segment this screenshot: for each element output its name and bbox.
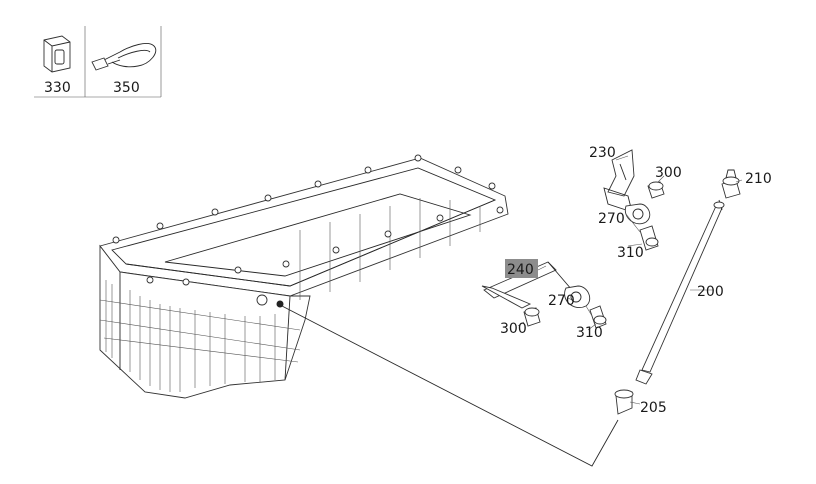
callout-200[interactable]: 200 (697, 284, 724, 300)
oil-pan-drawing (99, 154, 509, 399)
dipstick-tube-drawing (635, 199, 725, 385)
callout-label-205: 205 (640, 400, 667, 416)
callout-270-lower[interactable]: 270 (548, 293, 575, 309)
bracket-lower-drawing (481, 261, 607, 329)
legend-number-350: 350 (113, 80, 140, 96)
callout-label-300-upper: 300 (655, 165, 682, 181)
callout-240[interactable]: 240 (505, 259, 538, 278)
callout-label-210: 210 (745, 171, 772, 187)
dipstick-cap-drawing (721, 169, 741, 199)
callout-300-lower[interactable]: 300 (500, 321, 527, 337)
callout-label-300-lower: 300 (500, 321, 527, 337)
callout-300-upper[interactable]: 300 (655, 165, 682, 181)
callout-leaders (517, 155, 743, 405)
callout-230[interactable]: 230 (589, 145, 616, 161)
legend-table: 330 350 (34, 26, 162, 98)
rubber-block-icon (43, 35, 71, 73)
callout-310-upper[interactable]: 310 (617, 245, 644, 261)
legend-item-330[interactable]: 330 (43, 35, 71, 96)
callout-label-230: 230 (589, 145, 616, 161)
legend-item-350[interactable]: 350 (91, 43, 157, 96)
legend-number-330: 330 (44, 80, 71, 96)
cable-tie-icon (91, 43, 157, 71)
seal-sleeve-drawing (614, 389, 634, 415)
callout-label-270-lower: 270 (548, 293, 575, 309)
callout-205[interactable]: 205 (640, 400, 667, 416)
callout-label-310-upper: 310 (617, 245, 644, 261)
callout-label-200: 200 (697, 284, 724, 300)
callout-label-310-lower: 310 (576, 325, 603, 341)
callout-270-upper[interactable]: 270 (598, 211, 625, 227)
callout-210[interactable]: 210 (745, 171, 772, 187)
callout-240-highlight (505, 259, 538, 278)
callout-310-lower[interactable]: 310 (576, 325, 603, 341)
callout-label-270-upper: 270 (598, 211, 625, 227)
bracket-upper-drawing (603, 149, 665, 251)
leader-line-pan-to-205 (281, 305, 619, 467)
callout-label-240: 240 (507, 262, 534, 278)
